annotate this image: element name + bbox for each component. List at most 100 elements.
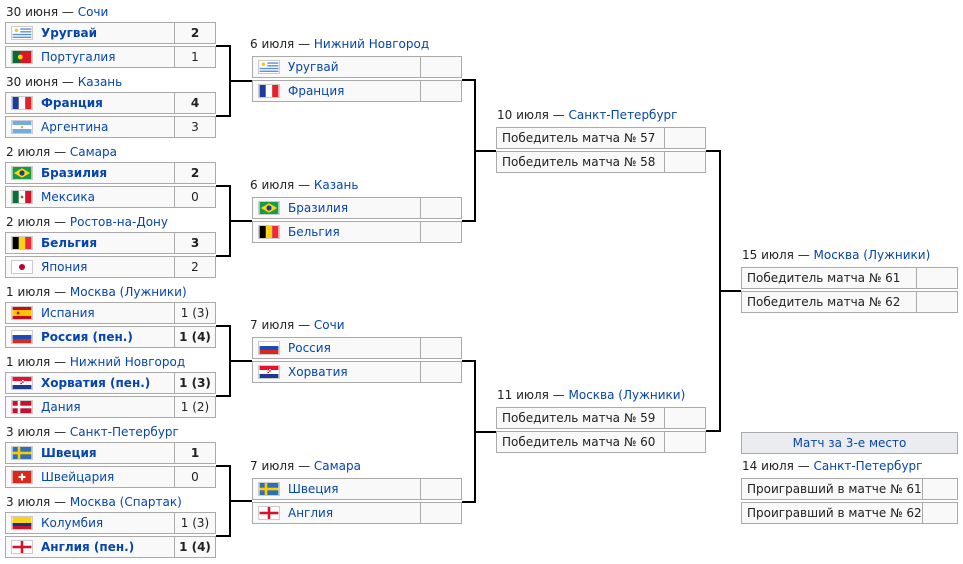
placeholder-team: Победитель матча № 57 — [502, 131, 656, 145]
team-name-link[interactable]: Швейцария — [41, 470, 115, 484]
score-cell: 1 (3) — [174, 373, 215, 393]
score-cell — [420, 198, 461, 218]
team-row: Победитель матча № 57 — [496, 127, 706, 149]
team-row: Проигравший в матче № 62 — [741, 502, 958, 524]
team-name-link[interactable]: Уругвай — [288, 60, 339, 74]
sweden-flag-icon — [11, 446, 33, 460]
quarter-final-match-header: 6 июля — Нижний Новгород — [250, 37, 429, 51]
match-date: 7 июля — [250, 318, 295, 332]
placeholder-team: Проигравший в матче № 62 — [747, 506, 922, 520]
match-date: 10 июля — [497, 108, 549, 122]
bracket-connector — [216, 115, 230, 117]
venue-link[interactable]: Санкт-Петербург — [813, 459, 923, 473]
score-cell: 1 (4) — [174, 327, 215, 347]
spain-flag-icon — [11, 306, 33, 320]
match-date: 6 июля — [250, 37, 295, 51]
venue-link[interactable]: Казань — [77, 75, 123, 89]
team-name-link[interactable]: Швеция — [288, 482, 339, 496]
team-name-link[interactable]: Уругвай — [41, 26, 98, 40]
score-cell: 1 (2) — [174, 397, 215, 417]
bracket-connector — [216, 465, 230, 467]
final-match-header: 15 июля — Москва (Лужники) — [742, 248, 930, 262]
team-name-link[interactable]: Хорватия — [288, 365, 348, 379]
team-name-link[interactable]: Испания — [41, 306, 95, 320]
quarter-final-match-header: 7 июля — Сочи — [250, 318, 345, 332]
team-cell: Победитель матча № 58 — [497, 152, 664, 172]
switzerland-flag-icon — [11, 470, 33, 484]
semi-final-match-header: 10 июля — Санкт-Петербург — [497, 108, 677, 122]
venue-link[interactable]: Сочи — [313, 318, 345, 332]
venue-link[interactable]: Санкт-Петербург — [69, 425, 179, 439]
team-row: Победитель матча № 58 — [496, 151, 706, 173]
team-name-link[interactable]: Франция — [288, 84, 345, 98]
venue-link[interactable]: Нижний Новгород — [69, 355, 186, 369]
quarter-final-match-header: 7 июля — Самара — [250, 459, 361, 473]
team-cell: Бельгия — [253, 222, 420, 242]
team-name-link[interactable]: Дания — [41, 400, 81, 414]
team-name-link[interactable]: Аргентина — [41, 120, 109, 134]
team-cell: Швеция — [253, 479, 420, 499]
round-of-16-match-header: 3 июля — Санкт-Петербург — [6, 425, 179, 439]
team-cell: Победитель матча № 61 — [742, 268, 916, 288]
team-name-link[interactable]: Хорватия (пен.) — [41, 376, 151, 390]
date-venue-separator: — — [50, 495, 70, 509]
france-flag-icon — [11, 96, 33, 110]
third-place-title[interactable]: Матч за 3-е место — [741, 432, 958, 454]
date-venue-separator: — — [793, 459, 814, 473]
placeholder-team: Проигравший в матче № 61 — [747, 482, 922, 496]
match-date: 15 июля — [742, 248, 794, 262]
match-date: 1 июля — [6, 355, 51, 369]
date-venue-separator: — — [294, 178, 314, 192]
venue-link[interactable]: Ростов-на-Дону — [69, 215, 168, 229]
team-name-link[interactable]: Япония — [41, 260, 88, 274]
venue-link[interactable]: Нижний Новгород — [313, 37, 430, 51]
bracket-connector — [474, 430, 496, 433]
venue-link[interactable]: Санкт-Петербург — [568, 108, 678, 122]
score-cell — [921, 503, 963, 523]
team-name-link[interactable]: Португалия — [41, 50, 116, 64]
score-cell — [664, 432, 705, 452]
team-cell: Швеция — [6, 443, 174, 463]
team-row: Проигравший в матче № 61 — [741, 478, 958, 500]
team-name-link[interactable]: Франция — [41, 96, 103, 110]
round-of-16-match-header: 2 июля — Самара — [6, 145, 117, 159]
team-name-link[interactable]: Бразилия — [288, 201, 349, 215]
match-date: 1 июля — [6, 285, 51, 299]
team-name-link[interactable]: Бельгия — [288, 225, 340, 239]
venue-link[interactable]: Самара — [313, 459, 361, 473]
team-name-link[interactable]: Бразилия — [41, 166, 108, 180]
match-date: 2 июля — [6, 215, 51, 229]
team-name-link[interactable]: Англия — [288, 506, 334, 520]
match-date: 6 июля — [250, 178, 295, 192]
team-cell: Англия — [253, 503, 420, 523]
team-cell: Франция — [6, 93, 174, 113]
date-venue-separator: — — [548, 108, 569, 122]
team-cell: Франция — [253, 81, 420, 101]
match-date: 30 июня — [6, 75, 59, 89]
round-of-16-match-header: 1 июля — Нижний Новгород — [6, 355, 185, 369]
team-name-link[interactable]: Россия (пен.) — [41, 330, 133, 344]
venue-link[interactable]: Казань — [313, 178, 359, 192]
venue-link[interactable]: Москва (Лужники) — [69, 285, 187, 299]
venue-link[interactable]: Самара — [69, 145, 117, 159]
portugal-flag-icon — [11, 50, 33, 64]
team-name-link[interactable]: Мексика — [41, 190, 95, 204]
team-name-link[interactable]: Швеция — [41, 446, 97, 460]
venue-link[interactable]: Сочи — [77, 5, 109, 19]
team-row: Россия — [252, 337, 462, 359]
team-name-link[interactable]: Колумбия — [41, 516, 104, 530]
team-name-link[interactable]: Россия — [288, 341, 331, 355]
team-row: Бразилия — [252, 197, 462, 219]
team-name-link[interactable]: Англия (пен.) — [41, 540, 135, 554]
venue-link[interactable]: Москва (Спартак) — [69, 495, 182, 509]
venue-link[interactable]: Москва (Лужники) — [813, 248, 931, 262]
team-cell: Бразилия — [6, 163, 174, 183]
team-name-link[interactable]: Бельгия — [41, 236, 98, 250]
bracket-connector — [706, 430, 720, 432]
brazil-flag-icon — [11, 166, 33, 180]
sweden-flag-icon — [258, 482, 280, 496]
venue-link[interactable]: Москва (Лужники) — [568, 388, 686, 402]
score-cell — [664, 408, 705, 428]
